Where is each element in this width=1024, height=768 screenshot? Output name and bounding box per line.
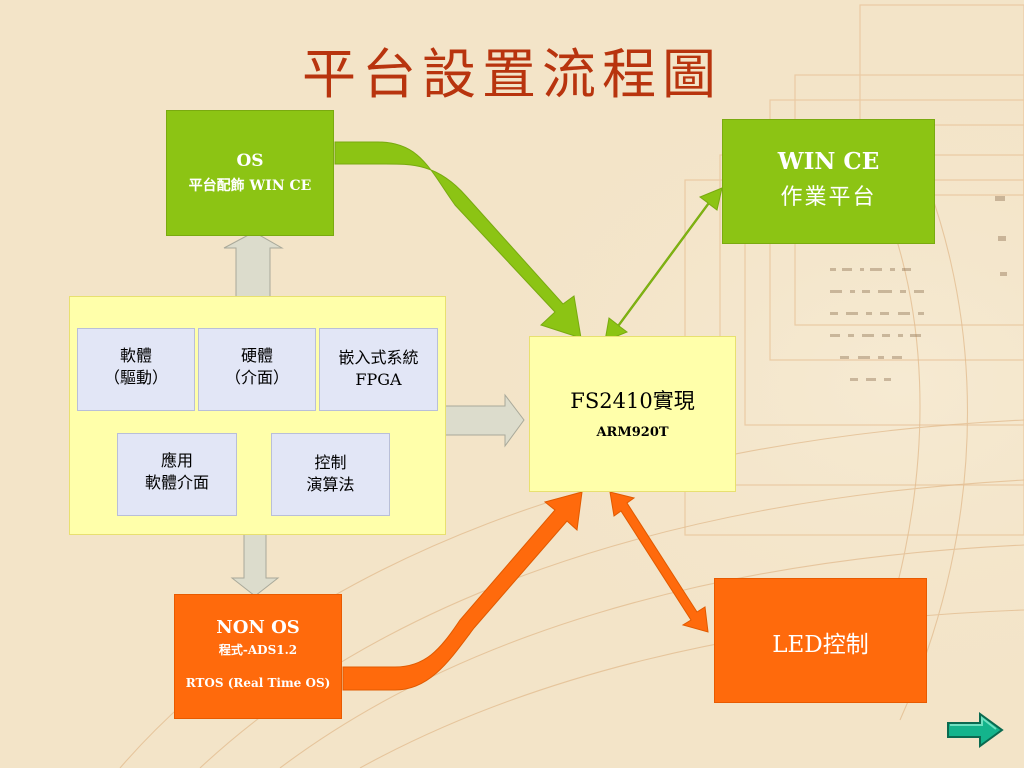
fs2410-title: FS2410實現 bbox=[570, 389, 695, 413]
component-line2: （介面） bbox=[224, 368, 289, 387]
component-embedded-fpga: 嵌入式系統 FPGA bbox=[319, 328, 438, 411]
os-box-title: OS bbox=[236, 151, 264, 171]
nonos-program: 程式-ADS1.2 bbox=[218, 643, 298, 657]
next-arrow-icon[interactable] bbox=[946, 712, 1004, 748]
component-line1: 嵌入式系統 bbox=[338, 348, 419, 367]
led-fs-double-arrow bbox=[609, 491, 709, 633]
nonos-to-fs-arrow bbox=[342, 491, 583, 691]
component-line1: 應用 bbox=[160, 451, 193, 470]
wince-box: WIN CE 作業平台 bbox=[722, 119, 935, 244]
panel-to-fs-arrow bbox=[440, 393, 525, 448]
os-box: OS 平台配飾 WIN CE bbox=[166, 110, 334, 236]
component-hardware-interface: 硬體 （介面） bbox=[198, 328, 316, 411]
nonos-box: NON OS 程式-ADS1.2 RTOS (Real Time OS) bbox=[174, 594, 342, 719]
component-control-algorithm: 控制 演算法 bbox=[271, 433, 390, 516]
led-box: LED控制 bbox=[714, 578, 927, 703]
panel-to-os-arrow bbox=[223, 231, 284, 301]
component-line2: FPGA bbox=[355, 370, 402, 389]
component-line1: 硬體 bbox=[240, 346, 273, 365]
fs2410-subtitle: ARM920T bbox=[596, 425, 669, 440]
panel-to-nonos-arrow bbox=[230, 529, 280, 597]
component-line2: 演算法 bbox=[306, 475, 355, 494]
nonos-title: NON OS bbox=[216, 617, 300, 638]
nonos-rtos: RTOS (Real Time OS) bbox=[185, 676, 331, 690]
page-title: 平台設置流程圖 bbox=[302, 43, 722, 106]
component-line2: （驅動） bbox=[103, 368, 168, 387]
wince-box-subtitle: 作業平台 bbox=[780, 185, 877, 210]
component-application-interface: 應用 軟體介面 bbox=[117, 433, 237, 516]
component-line2: 軟體介面 bbox=[144, 473, 209, 492]
wince-box-title: WIN CE bbox=[777, 148, 880, 175]
component-line1: 軟體 bbox=[119, 346, 152, 365]
led-label: LED控制 bbox=[772, 632, 869, 658]
os-to-fs-arrow bbox=[334, 141, 582, 339]
wince-fs-double-arrow bbox=[604, 187, 723, 342]
fs2410-box: FS2410實現 ARM920T bbox=[529, 336, 736, 492]
component-line1: 控制 bbox=[314, 453, 347, 472]
os-box-subtitle: 平台配飾 WIN CE bbox=[188, 178, 312, 194]
component-software-driver: 軟體 （驅動） bbox=[77, 328, 195, 411]
